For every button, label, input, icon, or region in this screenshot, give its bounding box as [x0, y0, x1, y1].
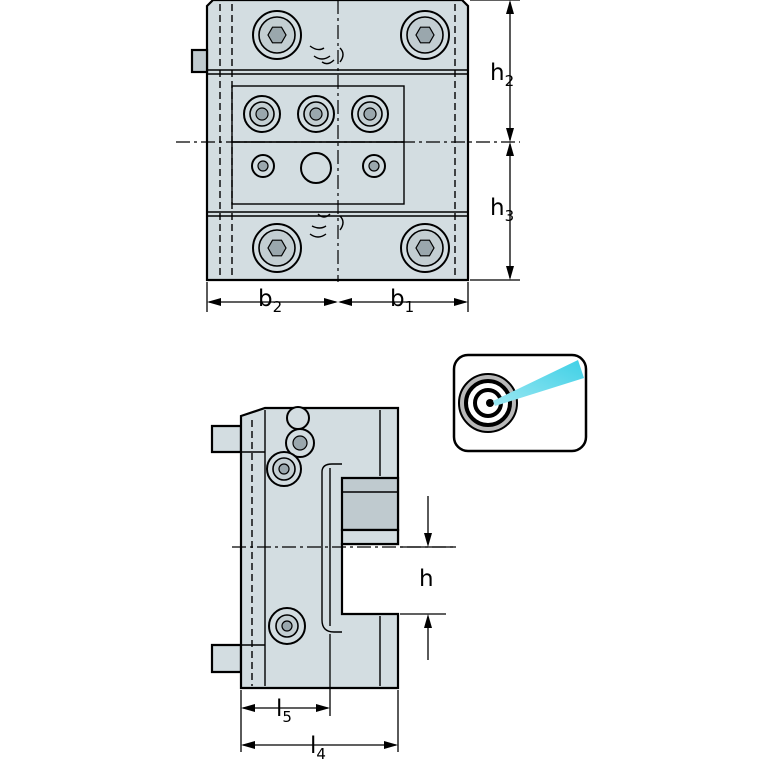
pin-hole-left — [251, 154, 275, 178]
dim-b1-label: b1 — [390, 286, 414, 316]
dim-l4-label: l4 — [310, 733, 326, 763]
insert-wedge — [340, 476, 400, 532]
dim-l5-label: l5 — [276, 696, 292, 726]
clamp-screw-3 — [351, 95, 389, 133]
side-hole-top — [286, 406, 310, 430]
coolant-hole — [300, 152, 332, 184]
side-screw-upper — [266, 451, 302, 487]
side-key — [190, 48, 209, 74]
coolant-symbol-top — [309, 45, 344, 65]
front-view: h2 h3 b2 b1 — [176, 0, 520, 316]
pin-hole-right — [362, 154, 386, 178]
side-hole-mid — [285, 428, 315, 458]
dim-h-label: h — [419, 566, 434, 592]
bolt-top-right — [400, 10, 450, 60]
lug-bottom — [210, 643, 243, 674]
dim-h2-label: h2 — [490, 60, 514, 90]
bolt-top-left — [252, 10, 302, 60]
clamp-screw-1 — [243, 95, 281, 133]
dim-h3-label: h3 — [490, 195, 514, 225]
side-view: h l5 l4 — [210, 406, 456, 763]
bolt-bottom-right — [400, 223, 450, 273]
lug-top — [210, 424, 243, 454]
bolt-bottom-left — [252, 223, 302, 273]
coolant-symbol-bottom — [309, 213, 344, 238]
internal-coolant-target-icon — [452, 353, 588, 453]
side-screw-lower — [268, 607, 306, 645]
clamp-screw-2 — [297, 95, 335, 133]
dim-b2-label: b2 — [258, 286, 282, 316]
